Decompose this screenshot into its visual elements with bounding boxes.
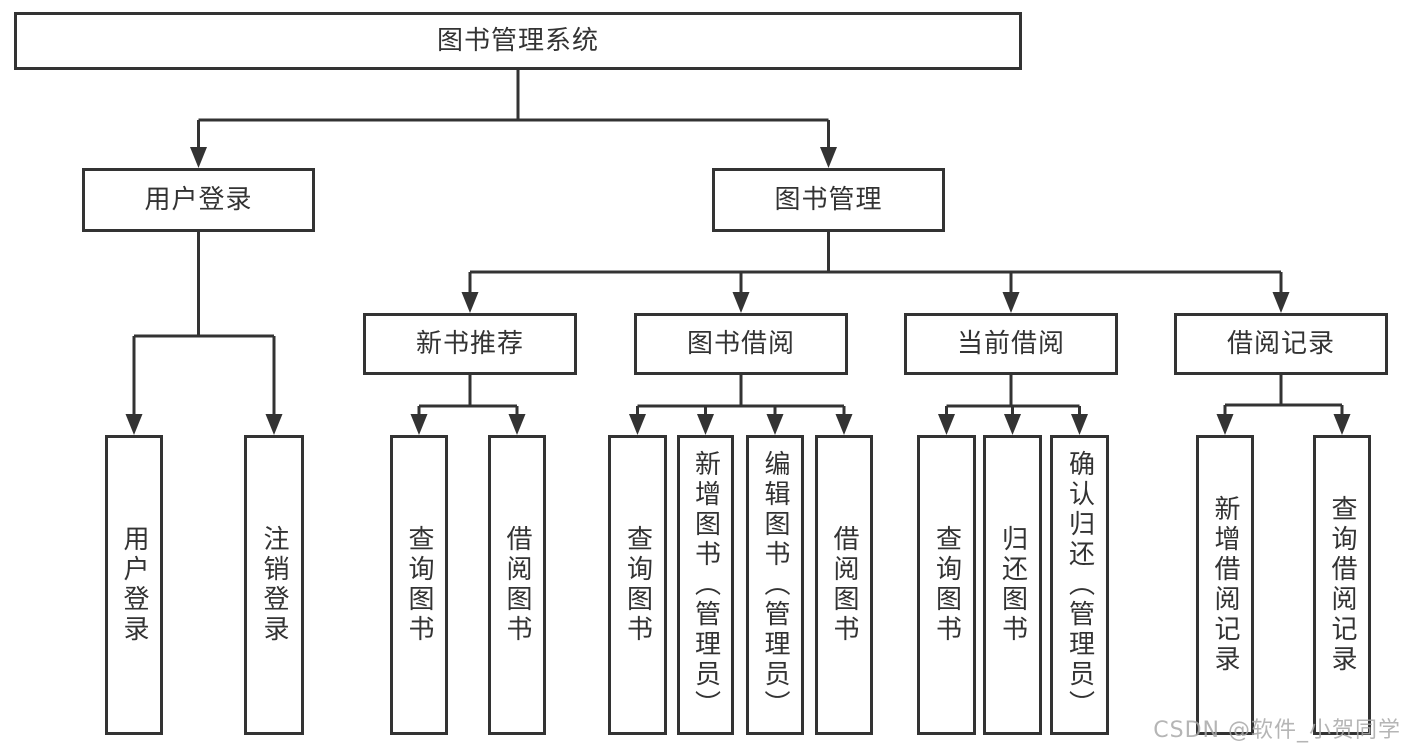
leaf-query-books-current: 查询图书	[917, 435, 976, 735]
connector-login-children	[132, 232, 276, 416]
leaf-label: 确认归还（管理员）	[1064, 450, 1095, 720]
leaf-query-borrow-record: 查询借阅记录	[1313, 435, 1371, 735]
connector-root-to-level2	[197, 70, 830, 149]
leaf-confirm-return-admin: 确认归还（管理员）	[1050, 435, 1109, 735]
arrowheads-borrow-children	[629, 414, 853, 435]
leaf-borrow-books: 借阅图书	[815, 435, 873, 735]
connector-records-children	[1223, 375, 1344, 416]
node-label: 用户登录	[144, 185, 253, 215]
leaf-label: 查询图书	[931, 525, 962, 645]
node-label: 图书管理系统	[436, 26, 599, 56]
leaf-label: 查询借阅记录	[1327, 495, 1357, 675]
leaf-return-books: 归还图书	[983, 435, 1042, 735]
leaf-borrow-books-recommend: 借阅图书	[488, 435, 546, 735]
leaf-label: 新增图书（管理员）	[690, 450, 721, 720]
node-new-book-recommend: 新书推荐	[363, 313, 577, 375]
arrowheads-newbook-children	[410, 414, 526, 435]
connector-borrow-children	[636, 375, 846, 416]
node-user-login: 用户登录	[82, 168, 315, 232]
leaf-query-books-borrow: 查询图书	[608, 435, 667, 735]
node-label: 当前借阅	[956, 329, 1065, 359]
arrowheads-login-children	[125, 414, 283, 435]
leaf-edit-books-admin: 编辑图书（管理员）	[746, 435, 804, 735]
arrowheads-records-children	[1216, 414, 1351, 435]
node-current-borrow: 当前借阅	[904, 313, 1118, 375]
node-label: 借阅记录	[1226, 329, 1335, 359]
arrowheads-level2	[190, 147, 837, 168]
node-book-borrow: 图书借阅	[634, 313, 848, 375]
leaf-label: 归还图书	[997, 525, 1028, 645]
leaf-add-borrow-record: 新增借阅记录	[1196, 435, 1254, 735]
arrowheads-level3	[461, 292, 1290, 313]
csdn-watermark: CSDN @软件_小贺同学	[1153, 718, 1401, 743]
leaf-label: 用户登录	[119, 525, 149, 645]
leaf-user-login: 用户登录	[105, 435, 163, 735]
node-borrow-records: 借阅记录	[1174, 313, 1388, 375]
leaf-label: 查询图书	[404, 525, 434, 645]
leaf-label: 查询图书	[622, 525, 653, 645]
node-label: 图书借阅	[686, 329, 795, 359]
node-root-library-system: 图书管理系统	[14, 12, 1022, 70]
leaf-logout: 注销登录	[244, 435, 304, 735]
node-label: 图书管理	[774, 185, 883, 215]
leaf-label: 编辑图书（管理员）	[760, 450, 790, 720]
leaf-query-books-recommend: 查询图书	[390, 435, 448, 735]
connector-mgmt-to-level3	[468, 232, 1283, 294]
connector-current-children	[945, 375, 1081, 416]
leaf-label: 注销登录	[259, 525, 289, 645]
leaf-label: 借阅图书	[502, 525, 532, 645]
leaf-label: 新增借阅记录	[1210, 495, 1240, 675]
connector-newbook-children	[417, 375, 519, 416]
arrowheads-current-children	[938, 414, 1088, 435]
node-book-management: 图书管理	[712, 168, 945, 232]
leaf-label: 借阅图书	[829, 525, 859, 645]
node-label: 新书推荐	[415, 329, 524, 359]
leaf-add-books-admin: 新增图书（管理员）	[677, 435, 734, 735]
